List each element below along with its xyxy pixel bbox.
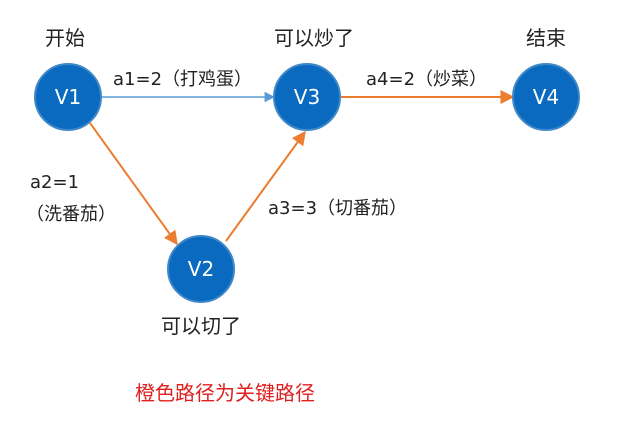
node-v2: V2	[167, 235, 235, 303]
edge-label-a4: a4=2（炒菜）	[366, 69, 487, 90]
node-v3-label: V3	[294, 85, 320, 109]
edge-label-a1: a1=2（打鸡蛋）	[113, 69, 252, 90]
node-v1-label: V1	[55, 85, 81, 109]
node-v3: V3	[273, 63, 341, 131]
state-label-can-cut: 可以切了	[161, 314, 241, 338]
edge-a3-v2-v3	[225, 130, 306, 242]
node-v1: V1	[34, 63, 102, 131]
edge-label-a2-line1: a2=1	[30, 172, 79, 193]
state-label-start: 开始	[45, 26, 85, 50]
edge-a2-v1-v2	[89, 122, 178, 246]
edge-label-a3: a3=3（切番茄）	[268, 198, 407, 219]
node-v4: V4	[512, 63, 580, 131]
node-v2-label: V2	[188, 257, 214, 281]
critical-path-note: 橙色路径为关键路径	[135, 381, 315, 405]
state-label-end: 结束	[526, 26, 566, 50]
node-v4-label: V4	[533, 85, 559, 109]
state-label-can-cook: 可以炒了	[274, 26, 354, 50]
edge-label-a2-line2: （洗番茄）	[26, 204, 116, 225]
